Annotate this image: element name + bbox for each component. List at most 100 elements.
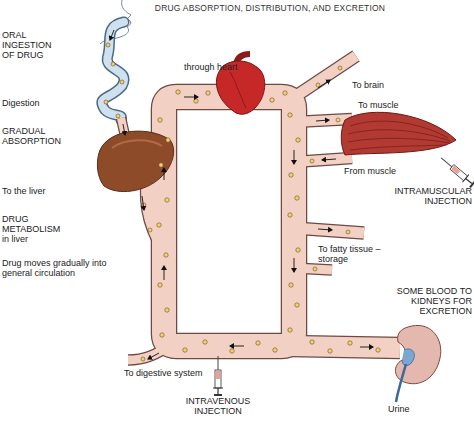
drug-particle [148,228,152,232]
muscle-fibre [350,145,446,150]
drug-particle [288,113,292,117]
annotation-label: SOME BLOOD TO KIDNEYS FOR EXCRETION [366,286,472,316]
drug-particle [256,341,260,345]
needle [441,158,452,167]
syringe [438,154,474,189]
drug-particle [295,196,299,200]
plunger-cap [214,394,222,396]
drug-particle [165,308,169,312]
annotation-label: To digestive system [124,368,210,378]
needle [218,356,219,370]
flow-arrow [110,30,114,40]
drug-particle [328,349,332,353]
flow-arrow [316,120,329,121]
drug-particle [376,348,380,352]
vessel-outline [164,97,294,346]
annotation-label: ORAL INGESTION OF DRUG [2,30,60,60]
syringe-plunger [466,178,472,183]
flow-arrow [322,159,336,160]
drug-particle [157,223,161,227]
drug-particle [159,163,163,167]
muscle-fibre [348,138,450,143]
annotation-label: To brain [352,80,412,90]
drug-particle [295,303,299,307]
flow-arrow [294,150,295,164]
drug-particle [310,340,314,344]
drug-particle [183,348,187,352]
annotation-label: GRADUAL ABSORPTION [2,126,64,146]
annotation-label: DRUG METABOLISM in liver [2,214,64,244]
drug-particle [206,91,210,95]
flow-arrow [318,229,332,230]
ureter [396,364,406,402]
drug-particle [176,90,180,94]
drug-particle [106,43,110,47]
syringe-barrel [450,165,468,181]
drug-particle [283,91,287,95]
flow-arrow [318,80,330,88]
annotation-label: Urine [388,404,428,414]
digestive-tract-outline [102,22,124,120]
drug-particle [158,283,162,287]
flow-arrow [142,196,144,210]
flow-arrow [360,347,373,348]
heart-groove [230,72,246,108]
flow-arrow [164,168,165,180]
flow-arrow [123,124,125,135]
flow-arrow [230,346,244,347]
syringe-liquid [451,166,460,175]
drug-particle [288,328,292,332]
muscle [341,112,456,155]
drug-particle [336,118,340,122]
drug-particle [346,230,350,234]
flow-arrow [164,266,165,280]
drug-particle [288,213,292,217]
drug-particle [104,100,108,104]
annotation-label: To the liver [2,186,72,196]
drug-particle [158,118,162,122]
annotation-label: INTRAVENOUS INJECTION [173,396,263,416]
flow-arrows [110,30,373,359]
drug-particle [338,66,342,70]
syringe-liquid [216,371,220,379]
drug-particle [230,349,234,353]
drug-particle [296,138,300,142]
drug-particle [203,340,207,344]
diagram-title: DRUG ABSORPTION, DISTRIBUTION, AND EXCRE… [110,3,430,13]
liver [97,131,173,191]
drug-particle [289,283,293,287]
drug-particle [313,267,317,271]
muscle-fibre [348,130,450,141]
flow-arrow [294,258,295,272]
vessel-outline [290,346,400,348]
drug-particle [164,253,168,257]
annotation-label: To fatty tissue – storage [318,244,398,264]
drug-particle [142,203,146,207]
drug-particle [166,138,170,142]
annotation-label: INTRAMUSCULAR INJECTION [388,186,472,206]
annotation-label: From muscle [344,166,414,176]
annotation-label: Drug moves gradually into general circul… [2,258,114,278]
drug-particle [111,62,115,66]
drug-particles [104,43,380,361]
annotation-label: Digestion [2,98,62,108]
annotation-label: To muscle [358,100,418,110]
drug-particle [316,83,320,87]
blood-vessel [290,346,400,348]
liver-highlight [112,140,162,148]
drug-particle [289,173,293,177]
renal-pelvis [402,349,414,366]
drug-particle [165,198,169,202]
flow-arrow [148,353,159,359]
drug-particle [270,98,274,102]
drug-particle [348,341,352,345]
drug-particle [194,99,198,103]
drug-particle [160,333,164,337]
drug-particle [310,159,314,163]
syringe-barrel [215,370,221,388]
flow-arrow [184,97,198,98]
drug-particle [273,348,277,352]
circulation-loop [164,97,294,346]
muscle-fibres [348,121,450,150]
